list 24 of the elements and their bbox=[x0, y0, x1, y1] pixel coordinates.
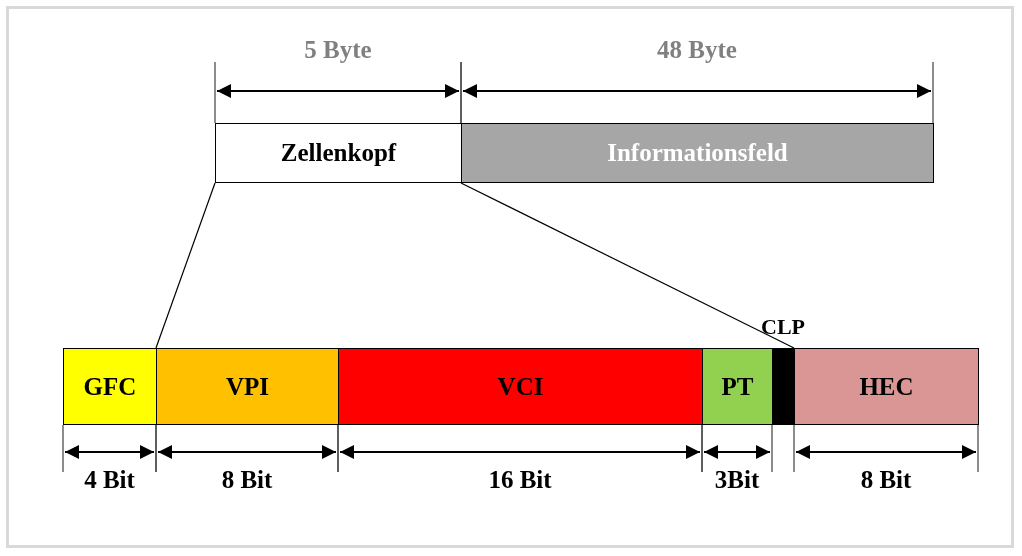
header-field bbox=[794, 348, 979, 425]
field-label: HEC bbox=[859, 372, 914, 401]
zoom-line bbox=[460, 182, 795, 349]
dimension-label: 4 Bit bbox=[83, 466, 136, 494]
field-label: PT bbox=[721, 372, 754, 401]
field-label: CLP bbox=[761, 314, 805, 340]
header-field bbox=[215, 123, 462, 183]
header-field bbox=[461, 123, 934, 183]
dimension-label: 16 Bit bbox=[487, 466, 553, 494]
field-label: VCI bbox=[497, 372, 544, 401]
header-field bbox=[156, 348, 339, 425]
field-label: Informationsfeld bbox=[607, 139, 788, 167]
field-label: GFC bbox=[83, 372, 137, 401]
dimension-label: 5 Byte bbox=[303, 36, 373, 64]
dimension-label: 8 Bit bbox=[859, 466, 913, 494]
header-field bbox=[63, 348, 157, 425]
field-label: VPI bbox=[225, 372, 270, 401]
header-field bbox=[338, 348, 703, 425]
field-label: Zellenkopf bbox=[280, 139, 397, 167]
zoom-line bbox=[155, 182, 216, 349]
dimension-label: 3Bit bbox=[713, 466, 761, 494]
dimension-label: 8 Bit bbox=[220, 466, 274, 494]
dimension-label: 48 Byte bbox=[656, 36, 738, 64]
header-field bbox=[702, 348, 773, 425]
